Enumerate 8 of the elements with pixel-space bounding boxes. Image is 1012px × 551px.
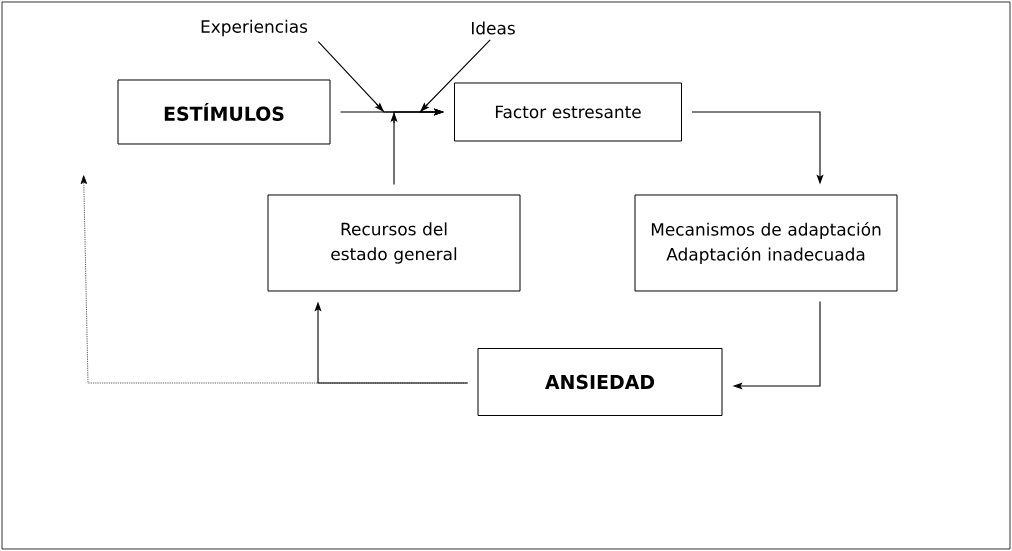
process-box: Factor estresante [454, 82, 682, 142]
process-box: Mecanismos de adaptación Adaptación inadecuada [634, 194, 898, 292]
process-box: Recursos del estado general [267, 194, 521, 292]
arrow [80, 175, 468, 384]
input-label: Ideas [472, 21, 515, 35]
process-box: ESTÍMULOS [117, 79, 331, 145]
input-label: Experiencias [201, 19, 308, 37]
process-box: ANSIEDAD [477, 348, 723, 416]
